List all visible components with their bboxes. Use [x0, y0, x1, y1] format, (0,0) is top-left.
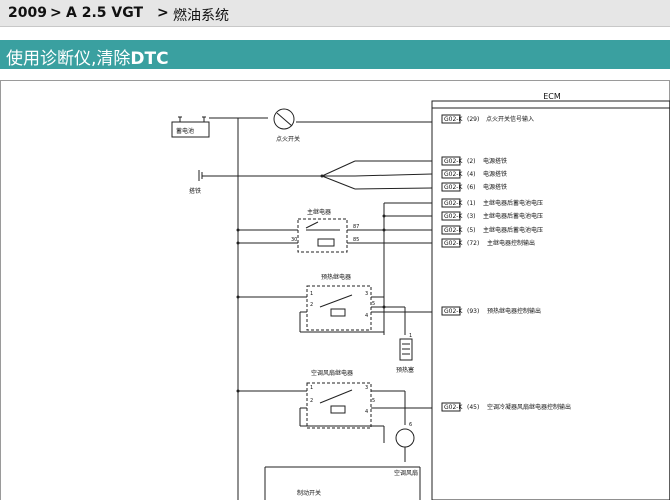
ecm-pin-desc: 点火开关信号输入 [486, 115, 534, 123]
ecm-pin-desc: 主继电器后蓄电池电压 [483, 226, 543, 234]
breadcrumb-separator: > [157, 5, 169, 21]
battery-label: 蓄电池 [176, 127, 194, 135]
glow-relay-box [306, 285, 372, 331]
ac-fan-relay-box [306, 382, 372, 429]
main-relay-box [297, 218, 348, 253]
glow-plug-label: 预热塞 [396, 366, 414, 374]
breadcrumb-year[interactable]: 2009 [8, 5, 47, 21]
ecm-pin-code: G02-K [444, 158, 463, 165]
pin-label: 1 [409, 333, 412, 339]
pin-label: 30 [291, 237, 297, 243]
ecm-pin-code: G02-K [444, 240, 463, 247]
ecm-pin-desc: 主继电器后蓄电池电压 [483, 212, 543, 220]
ecm-pin-num: (93) [467, 308, 479, 315]
main-relay-label: 主继电器 [307, 208, 331, 216]
pin-label: 85 [353, 237, 359, 243]
ecm-pin-desc: 电源搭铁 [483, 170, 507, 178]
pin-label: 1 [310, 385, 313, 391]
ecm-pin-code: G02-K [444, 308, 463, 315]
page-title-text: 使用诊断仪,清除 [6, 49, 131, 69]
pin-label: 1 [310, 291, 313, 297]
pin-label: 4 [365, 409, 368, 415]
ecm-pin-code: G02-K [444, 184, 463, 191]
page-title-code: DTC [130, 49, 169, 69]
ecm-pin-desc: 电源搭铁 [483, 183, 507, 191]
pin-label: 3 [365, 291, 368, 297]
battery-symbol [171, 121, 210, 138]
pin-label: 6 [409, 422, 412, 428]
ecm-label: ECM [543, 92, 561, 101]
pin-label: 2 [310, 302, 313, 308]
ecm-connector-stubs [441, 114, 461, 412]
page-title-bar: 使用诊断仪,清除DTC [0, 40, 670, 69]
page-title: 使用诊断仪,清除DTC [6, 44, 169, 69]
pin-label: 2 [310, 398, 313, 404]
ecm-pin-num: (2) [467, 158, 476, 165]
fan-label: 空调风扇 [394, 469, 418, 477]
pin-label: 5 [372, 301, 375, 307]
ecm-pin-list: G02-K (29) 点火开关信号输入 G02-K (2) 电源搭铁 G02-K… [444, 115, 571, 411]
ecm-pin-code: G02-K [444, 404, 463, 411]
ecm-pin-desc: 电源搭铁 [483, 157, 507, 165]
ecm-pin-code: G02-K [444, 227, 463, 234]
brake-switch-label: 制动开关 [297, 489, 321, 497]
breadcrumb-section: 燃油系统 [173, 8, 229, 24]
breadcrumb: 2009 > A 2.5 VGT > 燃油系统 [0, 0, 670, 27]
ecm-pin-num: (4) [467, 171, 476, 178]
ecm-pin-num: (1) [467, 200, 476, 207]
fan-motor-symbol [395, 428, 415, 448]
pin-label: 5 [372, 398, 375, 404]
ecm-pin-num: (6) [467, 184, 476, 191]
ecm-pin-code: G02-K [444, 200, 463, 207]
ignition-switch-symbol [273, 108, 295, 130]
pin-label: 4 [365, 313, 368, 319]
ecm-pin-num: (3) [467, 213, 476, 220]
ecm-pin-code: G02-K [444, 171, 463, 178]
ecm-pin-num: (45) [467, 404, 479, 411]
ground-label: 搭铁 [189, 187, 201, 195]
glow-relay-label: 预热继电器 [321, 273, 351, 281]
ecm-box [431, 100, 670, 500]
ecm-pin-num: (29) [467, 116, 479, 123]
ecm-pin-desc: 主继电器控制输出 [487, 239, 535, 247]
breadcrumb-separator: > [50, 5, 62, 21]
pin-label: 3 [365, 385, 368, 391]
pin-label: 87 [353, 224, 359, 230]
ecm-pin-num: (5) [467, 227, 476, 234]
ecm-pin-code: G02-K [444, 213, 463, 220]
glow-plug-symbol [399, 338, 413, 361]
ecm-pin-desc: 预热继电器控制输出 [487, 307, 541, 315]
ecm-pin-num: (72) [467, 240, 479, 247]
ecm-pin-code: G02-K [444, 116, 463, 123]
ecm-pin-desc: 主继电器后蓄电池电压 [483, 199, 543, 207]
ignition-label: 点火开关 [276, 135, 300, 143]
ac-relay-label: 空调风扇继电器 [311, 369, 353, 377]
ecm-pin-desc: 空调冷凝器风扇继电器控制输出 [487, 403, 571, 411]
breadcrumb-model[interactable]: A 2.5 VGT [66, 5, 144, 21]
